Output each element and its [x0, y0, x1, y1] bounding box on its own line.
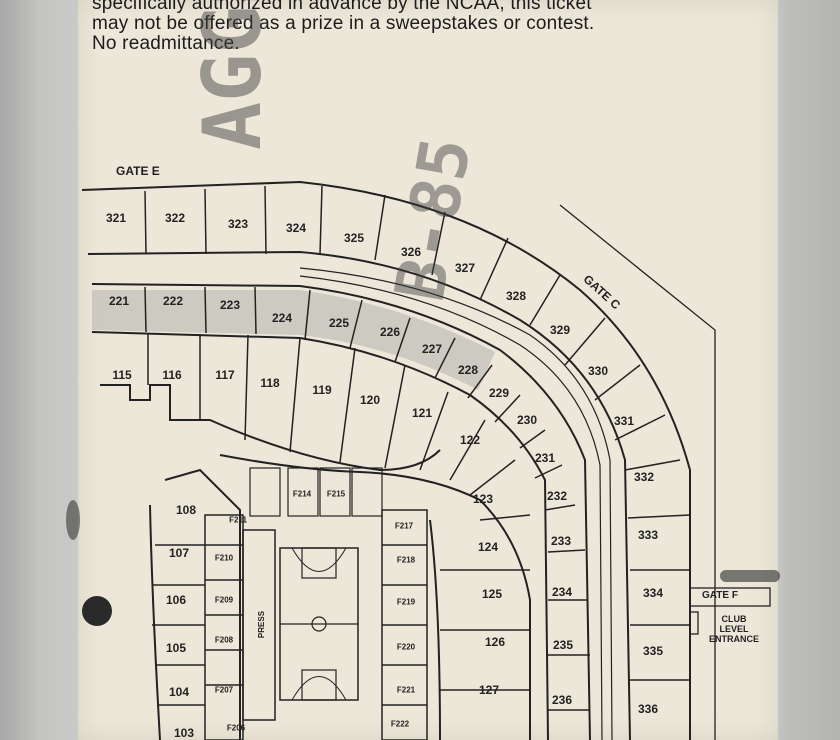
ticket-paper: [78, 0, 778, 740]
section-235: 235: [552, 638, 574, 652]
floor-section-F210: F210: [214, 553, 234, 563]
section-125: 125: [481, 587, 503, 601]
court-key-top: [301, 547, 337, 579]
section-229: 229: [488, 386, 510, 400]
section-117: 117: [215, 368, 235, 382]
concourse-line-2: [299, 275, 603, 740]
section-120: 120: [359, 393, 381, 407]
floor-section-F215: F215: [326, 489, 346, 499]
section-231: 231: [534, 451, 556, 465]
section-232: 232: [546, 489, 568, 503]
section-108: 108: [175, 503, 197, 517]
floor-section-F207: F207: [214, 685, 234, 695]
upper-outer-edge: [81, 180, 691, 740]
floor-section-F221: F221: [396, 685, 416, 695]
section-103: 103: [173, 726, 195, 740]
section-227: 227: [421, 342, 443, 356]
gate-c-wall: [559, 204, 716, 740]
court-center-circle: [311, 616, 327, 632]
three-point-top: [291, 547, 347, 572]
section-234: 234: [551, 585, 573, 599]
section-225: 225: [328, 316, 350, 330]
press-label: PRESS: [257, 610, 267, 639]
ink-blot-small: [66, 500, 80, 540]
lower-notch-edge: [100, 384, 441, 472]
section-228: 228: [457, 363, 479, 377]
gate-e-label: GATE E: [116, 164, 160, 178]
shaded-200-row: [92, 290, 495, 390]
court-key-bottom: [301, 669, 337, 701]
section-333: 333: [637, 528, 659, 542]
disclaimer-line-3: No readmittance.: [92, 33, 240, 54]
ink-blot: [82, 596, 112, 626]
floor-section-F218: F218: [396, 555, 416, 565]
section-329: 329: [549, 323, 571, 337]
ticket-disclaimer: specifically authorized in advance by th…: [92, 0, 772, 54]
floor-section-F222: F222: [390, 719, 410, 729]
section-335: 335: [642, 644, 664, 658]
section-127: 127: [478, 683, 500, 697]
section-124: 124: [477, 540, 499, 554]
ink-smudge: [720, 570, 780, 582]
mid-inner-edge: [91, 331, 549, 740]
section-121: 121: [411, 406, 433, 420]
section-221: 221: [108, 294, 130, 308]
section-325: 325: [343, 231, 365, 245]
rubber-stamp: AGGS-TO: [186, 0, 279, 150]
mid-outer-edge: [91, 283, 591, 740]
section-334: 334: [642, 586, 664, 600]
section-119: 119: [312, 383, 332, 397]
concourse-line: [299, 267, 613, 740]
section-336: 336: [637, 702, 659, 716]
section-327: 327: [454, 261, 476, 275]
press-box: [242, 529, 276, 721]
lower-inner-edge: [219, 454, 531, 740]
section-323: 323: [227, 217, 249, 231]
section-118: 118: [260, 376, 280, 390]
upper-inner-edge: [87, 250, 631, 740]
floor-section-F220: F220: [396, 642, 416, 652]
section-324: 324: [285, 221, 307, 235]
section-105: 105: [165, 641, 187, 655]
floor-section-F214: F214: [292, 489, 312, 499]
section-122: 122: [459, 433, 481, 447]
floor-section-F211: F211: [229, 515, 247, 525]
section-332: 332: [633, 470, 655, 484]
section-321: 321: [105, 211, 127, 225]
section-107: 107: [168, 546, 190, 560]
floor-section-F208: F208: [214, 635, 234, 645]
section-223: 223: [219, 298, 241, 312]
section-328: 328: [505, 289, 527, 303]
section-104: 104: [168, 685, 190, 699]
floor-ring-right: [429, 519, 441, 740]
gate-f-label: GATE F: [702, 590, 738, 601]
floor-section-F209: F209: [214, 595, 234, 605]
section-233: 233: [550, 534, 572, 548]
section-236: 236: [551, 693, 573, 707]
section-222: 222: [162, 294, 184, 308]
disclaimer-line-1: specifically authorized in advance by th…: [92, 0, 592, 14]
floor-section-F206: F206: [226, 723, 246, 733]
section-115: 115: [112, 368, 132, 382]
floor-block-left: [204, 514, 244, 740]
section-226: 226: [379, 325, 401, 339]
section-326: 326: [400, 245, 422, 259]
floor-section-F217: F217: [394, 521, 414, 531]
section-224: 224: [271, 311, 293, 325]
floor-ring-left: [164, 468, 241, 740]
section-331: 331: [613, 414, 635, 428]
floor-section-F219: F219: [396, 597, 416, 607]
section-230: 230: [516, 413, 538, 427]
section-106: 106: [165, 593, 187, 607]
club-level-entrance-label: CLUB LEVEL ENTRANCE: [708, 614, 759, 644]
section-123: 123: [472, 492, 494, 506]
disclaimer-line-2: may not be offered as a prize in a sweep…: [92, 13, 595, 34]
section-116: 116: [162, 368, 182, 382]
section-330: 330: [587, 364, 609, 378]
three-point-bottom: [291, 676, 347, 701]
section-126: 126: [484, 635, 506, 649]
section-322: 322: [164, 211, 186, 225]
